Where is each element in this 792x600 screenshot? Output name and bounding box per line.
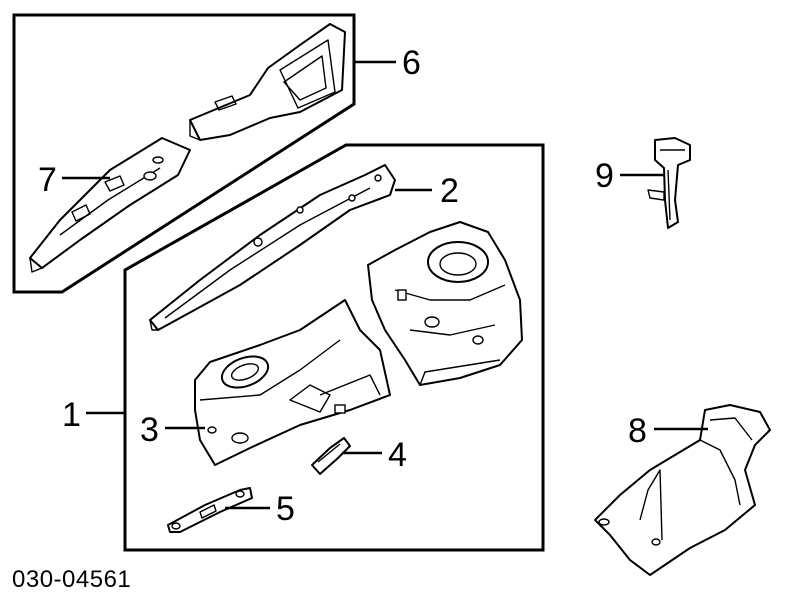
callout-7: 7 [38,161,57,199]
part-5-plate[interactable] [167,487,253,533]
part-8-splash-shield[interactable] [594,404,771,576]
part-9-clip[interactable] [647,137,691,229]
part-1-strut-tower[interactable] [367,221,523,386]
callout-4: 4 [388,436,407,474]
callout-1: 1 [62,396,81,434]
group-frame-main [123,143,545,552]
callout-8: 8 [628,412,647,450]
diagram-code: 030-04561 [12,566,131,593]
callout-3: 3 [140,411,159,449]
part-7-rail[interactable] [29,137,191,273]
part-2-upper-rail[interactable] [149,164,396,331]
part-6-reinforcement[interactable] [189,23,346,141]
callout-2: 2 [440,172,459,210]
part-4-bracket[interactable] [311,437,351,475]
group-frame-upper [12,13,356,294]
callout-5: 5 [276,490,295,528]
part-3-apron[interactable] [194,299,391,466]
callout-9: 9 [595,157,614,195]
callout-6: 6 [402,44,421,82]
